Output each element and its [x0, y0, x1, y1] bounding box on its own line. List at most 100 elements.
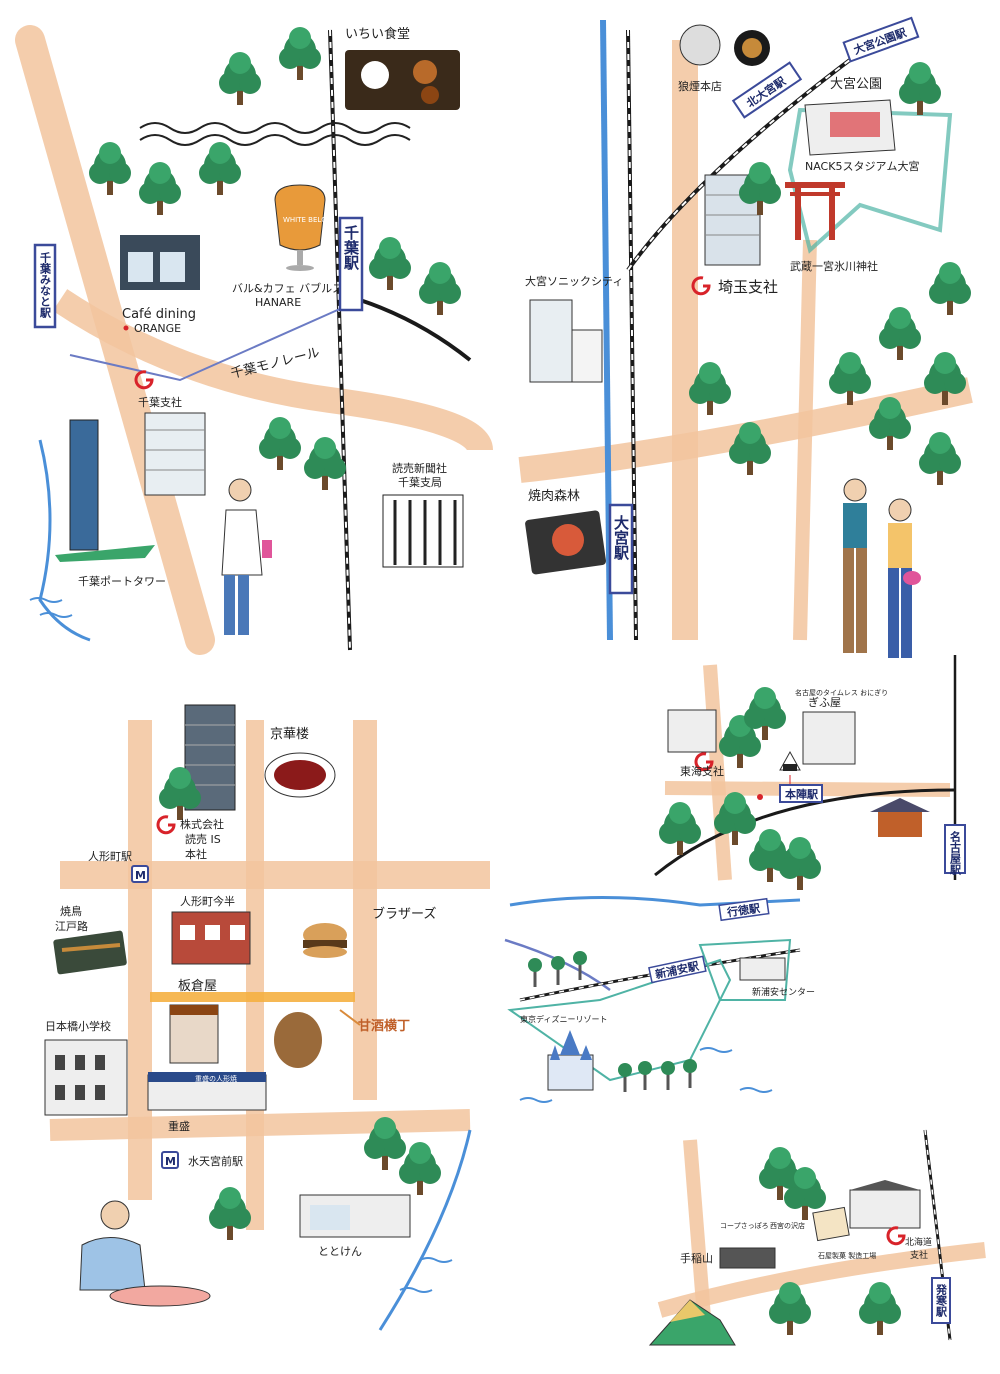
ningyocho-station-label: 人形町駅 — [88, 850, 132, 863]
company-logo-icon — [886, 1226, 906, 1246]
tree-icon — [279, 27, 321, 80]
imahan-label: 人形町今半 — [180, 894, 235, 908]
chiba-rail-branch — [359, 298, 472, 362]
nack5-stadium-icon — [804, 99, 896, 156]
totoken-label: ととけん — [318, 1245, 362, 1258]
jyuseki-label: 重盛 — [168, 1119, 190, 1133]
chiba-station-sign — [338, 216, 364, 312]
omiya-park-boundary — [787, 107, 953, 254]
chiba-map: いちい食堂 WHITE BELG バル&カフェ バブルス HANARE Café… — [15, 25, 493, 655]
urayasu-map: 行徳駅 新浦安駅 新浦安センター 東京ディズニーリゾート — [504, 896, 815, 1103]
saitama-branch-label: 埼玉支社 — [718, 278, 778, 296]
restaurant-noroshi-icon — [679, 24, 770, 66]
urayasu-center-building — [739, 957, 786, 981]
nack5-stadium-label: NACK5スタジアム大宮 — [805, 159, 919, 173]
ningyocho-map: 株式会社 読売 IS 本社 京華楼 人形町駅 M 焼鳥 江戸路 人形町今半 ブラ… — [44, 704, 490, 1331]
yakiniku-plate-icon — [525, 510, 607, 575]
nagoya-station-label: 名古屋駅 — [949, 830, 963, 876]
coop-label: コープさっぽろ — [720, 1222, 769, 1230]
omiya-station-label: 大宮駅 — [612, 514, 630, 561]
yomiuri-is-sub2: 本社 — [185, 847, 207, 861]
tree-icon — [259, 417, 301, 470]
tree-icon — [89, 142, 131, 195]
metro-mark-2: M — [165, 1155, 176, 1168]
chiba-river-west — [38, 439, 91, 642]
tree-icon — [419, 262, 461, 315]
teineyama-label: 手稲山 — [680, 1251, 713, 1265]
tree-icon — [219, 52, 261, 105]
shin-urayasu-station-sign — [648, 955, 707, 984]
urayasu-center-label: 新浦安センター — [752, 986, 815, 998]
woman-tea-icon — [79, 1200, 211, 1307]
kita-omiya-station-sign — [731, 61, 803, 119]
yomiuri-is-building — [184, 704, 236, 811]
jyuseki-shop-sign: 重盛の人形焼 — [195, 1074, 237, 1083]
tree-icon — [199, 142, 241, 195]
teineyama-mountain-icon — [648, 1299, 736, 1346]
glass-brand-label: WHITE BELG — [283, 216, 327, 224]
restaurant-noroshi-label: 狼煙本店 — [678, 79, 722, 93]
school-label: 日本橋小学校 — [45, 1019, 111, 1033]
chocolate-box-icon — [812, 1206, 850, 1242]
chiba-river-top — [139, 122, 411, 134]
sapporo-map: コープさっぽろ 西宮の沢店 石屋製菓 製造工場 北海道 支社 発寒駅 手稲山 — [648, 1129, 986, 1346]
tokai-branch-label: 東海支社 — [680, 764, 724, 778]
nagoya-road-v — [703, 664, 732, 881]
tree-icon — [779, 837, 821, 890]
sonic-city-building — [529, 299, 603, 383]
amazake-label: 甘酒横丁 — [358, 1018, 410, 1034]
honjin-station-sign — [779, 784, 823, 803]
castle-icon — [547, 1030, 594, 1091]
itakura-shop-icon — [169, 1004, 219, 1064]
brothers-label: ブラザーズ — [372, 906, 436, 922]
nagoya-map: 東海支社 名古屋のタイムレス おにぎり ぎふ屋 本陣駅 名古屋駅 — [654, 655, 966, 890]
woman-walking-icon — [221, 478, 272, 635]
chiba-minato-station-sign — [33, 243, 57, 329]
hikawa-shrine-label: 武蔵一宮氷川神社 — [790, 259, 878, 273]
urayasu-river — [509, 896, 801, 907]
chiba-station-label: 千葉駅 — [342, 225, 360, 271]
newspaper-building — [382, 494, 464, 568]
tree-icon — [369, 237, 411, 290]
yakitori-sub: 江戸路 — [55, 920, 88, 933]
tree-icon — [829, 352, 871, 405]
restaurant-ichii-icon — [345, 50, 460, 110]
sapporo-road-h — [657, 1242, 986, 1318]
hassamu-station-label: 発寒駅 — [935, 1283, 949, 1318]
tokai-branch-building — [667, 709, 717, 753]
newspaper-sub: 千葉支局 — [398, 475, 442, 489]
imahan-building — [171, 911, 251, 965]
honjin-station-label: 本陣駅 — [785, 787, 818, 801]
tree-icon — [929, 262, 971, 315]
couple-walking-icon — [843, 478, 921, 658]
omiya-park-label: 大宮公園 — [830, 76, 882, 92]
metro-icon — [131, 865, 149, 883]
ningyocho-river — [378, 1129, 472, 1331]
urayasu-district-boundary — [507, 958, 732, 1082]
ishiya-factory-building — [849, 1180, 921, 1229]
yakitori-plate-icon — [53, 930, 127, 975]
omiya-koen-station-sign — [842, 16, 920, 63]
company-logo-icon — [156, 815, 176, 835]
yomiuri-is-label: 株式会社 — [180, 817, 224, 831]
nagoya-temple-icon — [870, 798, 930, 837]
yomiuri-is-sub1: 読売 IS — [185, 832, 221, 846]
tree-icon — [304, 437, 346, 490]
onigiri-shop-icon — [779, 711, 856, 771]
metro-mark: M — [135, 869, 146, 882]
keikaro-dish-icon — [264, 752, 336, 798]
keikaro-label: 京華楼 — [270, 727, 309, 742]
tree-icon — [899, 62, 941, 115]
newspaper-label: 読売新聞社 — [392, 461, 447, 475]
palm-icon — [551, 956, 565, 985]
bar-hanare-label: バル&カフェ バブルス — [232, 281, 343, 295]
disney-resort-label: 東京ディズニーリゾート — [520, 1014, 607, 1024]
palm-icon — [528, 958, 542, 987]
ishiya-factory-label: 石屋製菓 製造工場 — [818, 1251, 876, 1260]
chiba-waves — [29, 597, 63, 603]
chiba-port-tower-icon — [55, 419, 155, 562]
burger-icon — [303, 923, 347, 958]
palm-icon — [661, 1061, 675, 1090]
cafe-orange-icon — [120, 235, 200, 290]
